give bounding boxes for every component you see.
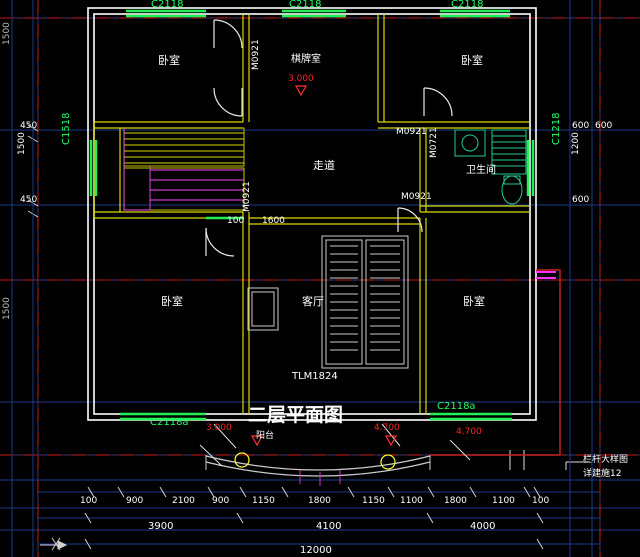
room-label-corridor: 走道 — [313, 159, 335, 172]
dim-b2-2: 4000 — [470, 521, 496, 532]
balcony — [205, 450, 525, 486]
elevation-markers — [250, 85, 398, 447]
door-label-m0921-a: M0921 — [251, 39, 261, 70]
exterior-walls — [87, 7, 537, 421]
dim-total: 12000 — [300, 545, 332, 556]
dim-b2-1: 4100 — [316, 521, 342, 532]
note-railing-detail: 栏杆大样图 — [583, 455, 629, 465]
elevation-4700-b: 4.700 — [456, 427, 482, 437]
staircase — [123, 127, 245, 211]
dim-b1-10: 100 — [532, 496, 550, 506]
compass-arrow — [40, 537, 68, 551]
annotation-1600: 1600 — [262, 216, 285, 226]
dim-b2-0: 3900 — [148, 521, 174, 532]
dim-b1-8: 1800 — [444, 496, 467, 506]
window-label-c2118-top-right: C2118 — [451, 0, 484, 10]
dim-left-450-bottom: 450 — [20, 195, 38, 205]
room-label-bedroom-1: 卧室 — [158, 54, 180, 67]
elevation-3000-b: 3.000 — [206, 423, 232, 433]
dim-b1-9: 1100 — [492, 496, 515, 506]
window-openings — [89, 9, 535, 421]
bathroom-fixtures — [454, 129, 527, 205]
dim-left-1500: 1500 — [17, 132, 27, 155]
note-detail-ref: 详建施12 — [583, 469, 622, 479]
window-label-c1218-right: C1218 — [551, 112, 562, 145]
window-label-c2118-top-left: C2118 — [151, 0, 184, 10]
door-label-m0921-c: M0921 — [401, 192, 432, 202]
terrace-outline — [430, 269, 561, 456]
window-label-c2118-top-mid: C2118 — [289, 0, 322, 10]
room-label-bedroom-4: 卧室 — [463, 295, 485, 308]
dim-left-450-top: 450 — [20, 121, 38, 131]
elevation-4700-a: 4.700 — [374, 423, 400, 433]
annotation-balcony: 阳台 — [256, 431, 275, 441]
door-swings — [205, 19, 453, 257]
room-label-bedroom-2: 卧室 — [461, 54, 483, 67]
furniture — [247, 235, 409, 369]
dim-right-600-top: 600 — [572, 121, 590, 131]
dimension-ticks — [84, 486, 544, 550]
room-label-game-room: 棋牌室 — [291, 54, 321, 65]
room-label-living-room: 客厅 — [302, 295, 324, 308]
dim-b1-1: 900 — [126, 496, 144, 506]
elevation-3000-a: 3.000 — [288, 74, 314, 84]
dim-b1-0: 100 — [80, 496, 98, 506]
dim-b1-3: 900 — [212, 496, 230, 506]
dim-b1-4: 1150 — [252, 496, 275, 506]
room-label-bedroom-3: 卧室 — [161, 295, 183, 308]
marker-magenta — [536, 271, 556, 279]
dim-left-outer-1500-b: 1500 — [2, 297, 12, 320]
dim-b1-7: 1100 — [400, 496, 423, 506]
dim-right-600-bottom: 600 — [572, 195, 590, 205]
window-label-c2118a-bottom-right: C2118a — [437, 401, 476, 412]
dim-b1-5: 1800 — [308, 496, 331, 506]
dim-left-outer-1500-a: 1500 — [2, 22, 12, 45]
dimension-lines — [38, 491, 600, 545]
door-label-m0921-b: M0921 — [396, 127, 427, 137]
window-label-c1518-left: C1518 — [61, 112, 72, 145]
door-label-tlm1824: TLM1824 — [292, 371, 338, 382]
door-label-m0921-d: M0921 — [242, 181, 252, 212]
dim-right-1200: 1200 — [571, 132, 581, 155]
window-label-c2118a-bottom-left: C2118a — [150, 417, 189, 428]
drawing-title: 二层平面图 — [248, 404, 344, 426]
dim-right-outer-600: 600 — [595, 121, 613, 131]
annotation-100: 100 — [227, 216, 245, 226]
door-label-m0721: M0721 — [429, 127, 439, 158]
dim-b1-6: 1150 — [362, 496, 385, 506]
dim-b1-2: 2100 — [172, 496, 195, 506]
left-dimension-lines — [11, 0, 593, 557]
room-label-bathroom: 卫生间 — [466, 165, 496, 176]
